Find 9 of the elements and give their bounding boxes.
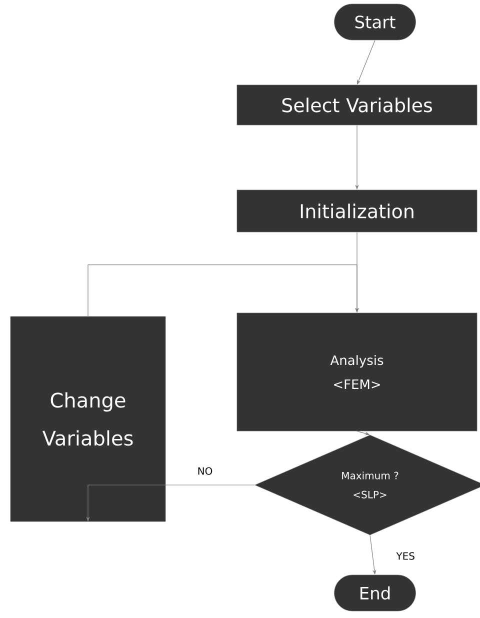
edge-label: NO xyxy=(196,466,214,476)
arrow xyxy=(88,264,359,317)
process-box: Analysis <FEM> xyxy=(236,312,478,432)
terminal-pill: Start xyxy=(334,4,416,40)
process-box: Initialization xyxy=(236,190,478,232)
terminal-pill: End xyxy=(334,574,416,612)
process-box: Select Variables xyxy=(236,84,478,126)
process-box: Change Variables xyxy=(10,316,166,522)
edge-label: YES xyxy=(395,551,416,561)
